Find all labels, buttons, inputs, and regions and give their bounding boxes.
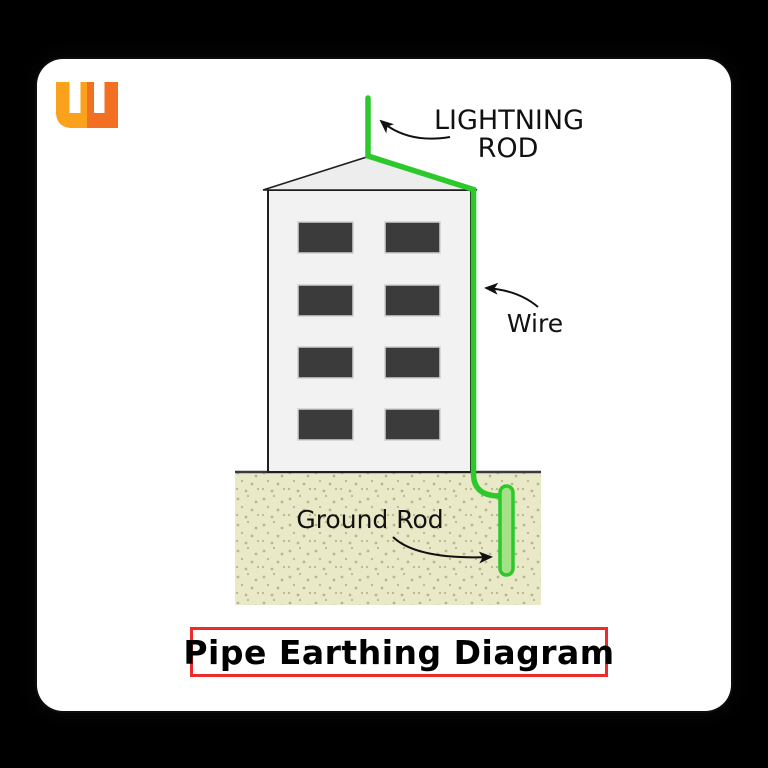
ground-rod-pipe bbox=[498, 484, 515, 577]
building-window bbox=[297, 346, 354, 379]
lightning-rod-arrow bbox=[379, 119, 451, 140]
wire-label: Wire bbox=[507, 309, 563, 338]
ground-rod-label: Ground Rod bbox=[296, 505, 443, 534]
lightning-rod-label-line2: ROD bbox=[478, 133, 539, 164]
building-window bbox=[297, 221, 354, 254]
building-window bbox=[384, 408, 441, 441]
building-windows bbox=[297, 221, 441, 441]
building-window bbox=[384, 346, 441, 379]
building-window bbox=[384, 284, 441, 317]
wire-arrow bbox=[484, 282, 539, 308]
ground-soil bbox=[235, 470, 541, 605]
building-roof bbox=[262, 155, 478, 191]
building-window bbox=[297, 408, 354, 441]
title-box: Pipe Earthing Diagram bbox=[183, 627, 614, 677]
diagram-title: Pipe Earthing Diagram bbox=[183, 632, 615, 672]
lightning-rod-label-line1: LIGHTNING bbox=[434, 105, 584, 136]
ground-rod-arrow bbox=[392, 536, 493, 564]
lightning-rod-and-wire bbox=[365, 95, 503, 499]
building-window bbox=[384, 221, 441, 254]
brand-w-logo-icon bbox=[56, 82, 118, 128]
building-window bbox=[297, 284, 354, 317]
